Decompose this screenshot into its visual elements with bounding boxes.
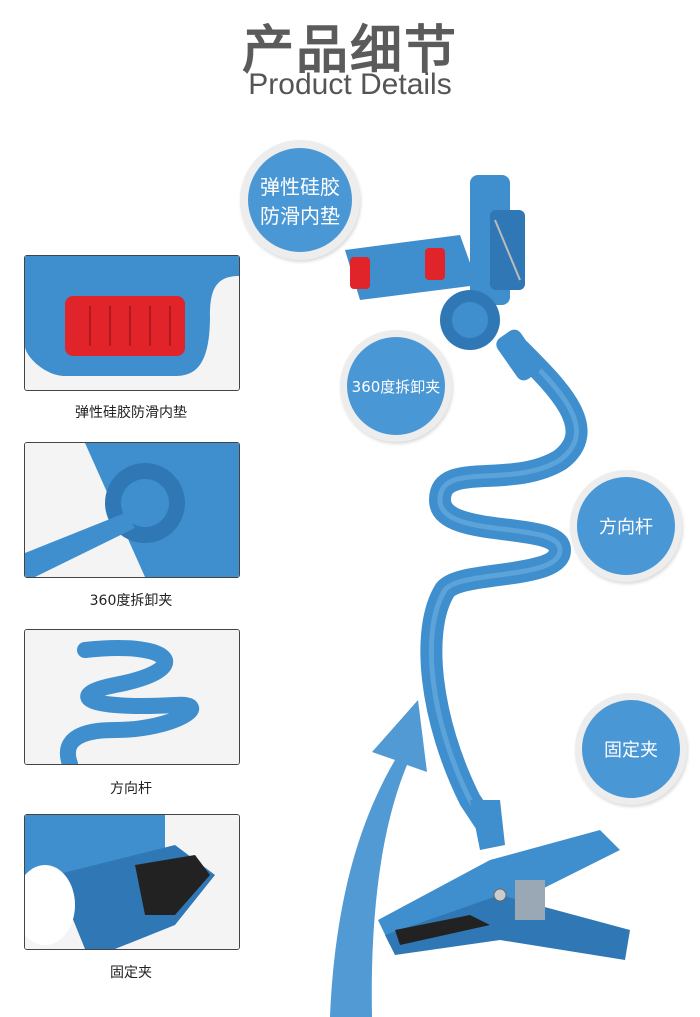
thumbnail-caption-gooseneck: 方向杆 (110, 781, 152, 797)
page-subtitle: Product Details (248, 68, 452, 101)
thumbnail-360-joint (24, 442, 240, 578)
thumbnail-gooseneck (24, 629, 240, 765)
callout-silicone-pad: 弹性硅胶 防滑内垫 (240, 140, 360, 260)
callout-360-joint-label: 360度拆卸夹 (351, 377, 441, 396)
thumbnail-caption-silicone-pad: 弹性硅胶防滑内垫 (75, 405, 187, 421)
thumbnail-caption-360-joint: 360度拆卸夹 (89, 593, 173, 609)
thumbnail-caption-clamp: 固定夹 (110, 965, 152, 981)
callout-silicone-pad-line2: 防滑内垫 (260, 204, 340, 228)
thumbnail-clamp (24, 814, 240, 950)
bottom-clamp (378, 800, 630, 960)
callout-gooseneck-label: 方向杆 (599, 517, 653, 538)
callout-silicone-pad-line1: 弹性硅胶 (260, 175, 340, 199)
phone-holder-head (345, 175, 542, 381)
thumbnail-silicone-pad (24, 255, 240, 391)
callout-360-joint: 360度拆卸夹 (340, 330, 452, 442)
page-title: 产品细节 (241, 21, 458, 81)
up-arrow-graphic (330, 700, 427, 1017)
callout-clamp: 固定夹 (575, 693, 687, 805)
callout-gooseneck: 方向杆 (570, 470, 682, 582)
callout-clamp-label: 固定夹 (604, 740, 658, 761)
